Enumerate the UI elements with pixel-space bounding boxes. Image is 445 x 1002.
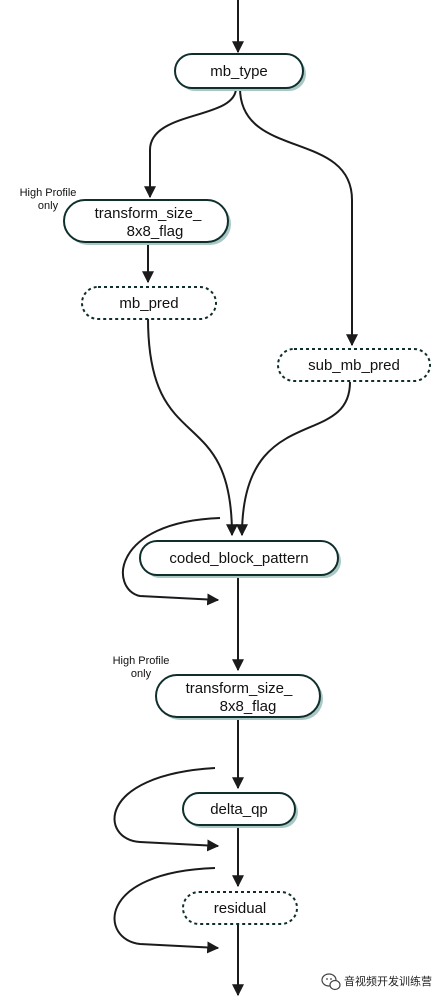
- mb-type-label: mb_type: [210, 63, 268, 80]
- sub-mb-pred-label: sub_mb_pred: [308, 357, 400, 374]
- node-mb-pred: mb_pred: [81, 286, 217, 320]
- edge-submbpred-to-cbp: [236, 381, 351, 537]
- coded-block-pattern-label: coded_block_pattern: [169, 550, 308, 567]
- note-high-profile-2-line2: only: [131, 668, 152, 680]
- delta-qp-label: delta_qp: [210, 801, 268, 818]
- wechat-icon: [321, 973, 341, 991]
- note-high-profile-2-line1: High Profile: [113, 655, 170, 667]
- note-high-profile-1-line1: High Profile: [20, 187, 77, 199]
- node-sub-mb-pred: sub_mb_pred: [277, 348, 431, 382]
- note-high-profile-2: High Profile only: [113, 655, 170, 680]
- watermark: 音视频开发训练营: [321, 973, 432, 991]
- edge-cbp-loop: [121, 517, 221, 606]
- node-coded-block-pattern: coded_block_pattern: [139, 540, 341, 578]
- edge-residual-loop: [113, 867, 220, 954]
- edge-mbtype-to-submbpred: [239, 87, 358, 347]
- edge-mbtype-to-transform1: [144, 87, 237, 199]
- note-high-profile-1-line2: only: [38, 200, 59, 212]
- residual-label: residual: [214, 900, 267, 917]
- edge-deltaqp-loop: [113, 767, 220, 852]
- transform-size-2-line1: transform_size_: [186, 680, 293, 697]
- edges: [113, 0, 358, 997]
- note-high-profile-1: High Profile only: [20, 187, 77, 212]
- node-mb-type: mb_type: [174, 53, 306, 91]
- transform-size-1-line1: transform_size_: [95, 205, 202, 222]
- mb-pred-label: mb_pred: [119, 295, 178, 312]
- transform-size-1-line2: 8x8_flag: [127, 223, 184, 240]
- node-delta-qp: delta_qp: [182, 792, 298, 828]
- watermark-text: 音视频开发训练营: [344, 974, 432, 988]
- node-residual: residual: [182, 891, 298, 925]
- transform-size-2-line2: 8x8_flag: [220, 698, 277, 715]
- edge-mbpred-to-cbp: [147, 317, 238, 537]
- node-transform-size-flag-1: transform_size_ 8x8_flag: [63, 199, 231, 245]
- node-transform-size-flag-2: transform_size_ 8x8_flag: [155, 674, 323, 720]
